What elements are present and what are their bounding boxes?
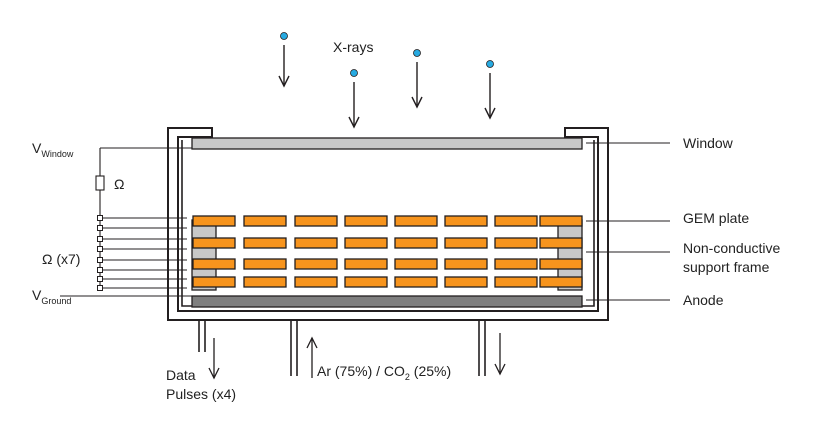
data-pipe xyxy=(198,321,206,352)
window-label: Window xyxy=(683,135,734,151)
leader-lines xyxy=(586,142,670,301)
xray-photon xyxy=(348,69,360,129)
xray-photon xyxy=(484,60,496,120)
window-foil xyxy=(191,137,583,150)
gem-stack xyxy=(192,215,583,288)
gem-plate xyxy=(192,258,583,270)
resistor xyxy=(95,175,105,191)
support-frame-label-line1: Non-conductive xyxy=(683,240,780,256)
omega-label: Ω xyxy=(114,176,124,192)
anode-label: Anode xyxy=(683,292,724,308)
gas-mixture-label: Ar (75%) / CO2 (25%) xyxy=(317,363,451,382)
gem-plate xyxy=(192,237,583,249)
v-ground-label: VGround xyxy=(32,287,71,306)
data-out-arrow xyxy=(208,338,220,380)
bias-network xyxy=(60,147,192,297)
data-label-line1: Data xyxy=(166,367,196,383)
gas-inlet-pipe xyxy=(290,321,298,376)
xrays-label: X-rays xyxy=(333,39,373,55)
xray-photon xyxy=(278,32,290,88)
chamber xyxy=(167,127,609,321)
gas-outlet-pipe xyxy=(478,321,486,376)
gem-plate xyxy=(192,276,583,288)
xray-photons xyxy=(278,32,496,129)
data-label-line2: Pulses (x4) xyxy=(166,386,236,402)
gas-outlet-arrow xyxy=(494,333,506,376)
pipes xyxy=(198,321,506,380)
gem-plate xyxy=(192,215,583,227)
support-frame-label-line2: support frame xyxy=(683,259,770,275)
v-window-label: VWindow xyxy=(32,140,74,159)
gem-plate-label: GEM plate xyxy=(683,210,749,226)
xray-photon xyxy=(411,49,423,109)
gas-inlet-arrow xyxy=(306,336,318,378)
omega-x7-label: Ω (x7) xyxy=(42,251,80,267)
anode-plate xyxy=(191,295,583,308)
